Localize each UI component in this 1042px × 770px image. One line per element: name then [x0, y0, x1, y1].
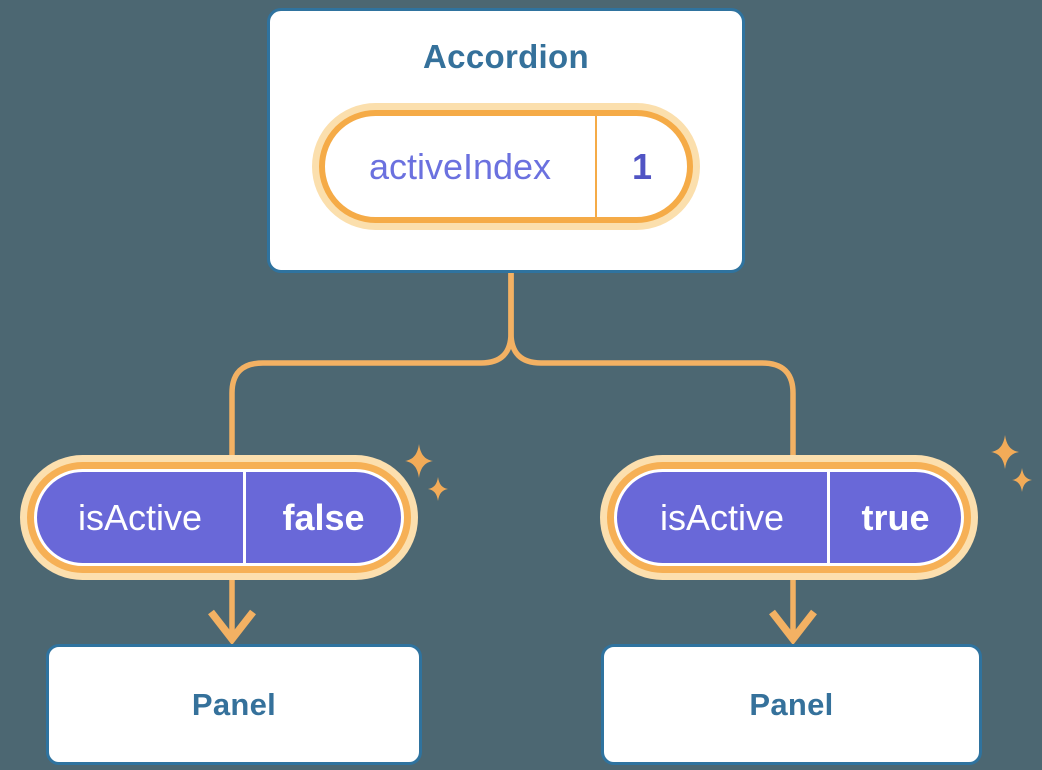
panel-card-left: Panel: [46, 644, 422, 765]
sparkle-icon: [405, 444, 433, 478]
arrow-down-icon: [208, 609, 256, 646]
prop-pill-value: false: [282, 496, 365, 538]
state-pill-value: 1: [631, 145, 653, 187]
prop-pill-label: isActive: [659, 496, 785, 538]
pill-divider: [243, 472, 246, 563]
panel-title: Panel: [749, 686, 834, 722]
state-pill-label: activeIndex: [368, 145, 552, 187]
sparkle-icon: [428, 477, 448, 501]
accordion-card: Accordion activeIndex 1: [267, 8, 745, 273]
pill-divider: [595, 116, 597, 217]
accordion-title: Accordion: [423, 38, 589, 75]
arrow-down-icon: [769, 609, 817, 646]
panel-title: Panel: [191, 686, 277, 722]
prop-pill-value: true: [861, 496, 930, 538]
state-pill: activeIndex 1: [319, 110, 693, 223]
prop-pill-label: isActive: [77, 496, 203, 538]
sparkle-icon: [1012, 468, 1032, 492]
panel-card-right: Panel: [601, 644, 982, 765]
connector-left-branch: [229, 272, 514, 638]
connector-right-branch: [508, 272, 796, 638]
sparkle-icon: [991, 435, 1019, 469]
prop-pill-isactive-true: isActive true: [614, 469, 964, 566]
prop-pill-isactive-false: isActive false: [34, 469, 404, 566]
pill-divider: [827, 472, 830, 563]
